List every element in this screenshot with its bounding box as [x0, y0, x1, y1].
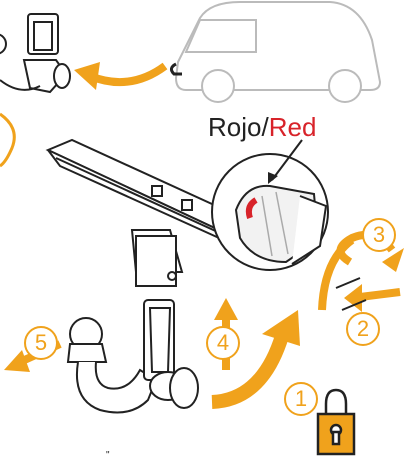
- step-3-badge: 3: [362, 218, 396, 252]
- step-2-badge: 2: [346, 312, 380, 346]
- car-icon: [176, 2, 380, 102]
- lock-detail-icon: [212, 154, 328, 270]
- step-1-badge: 1: [284, 382, 318, 416]
- red-label: Rojo/Red: [208, 112, 316, 143]
- red-label-rojo: Rojo: [208, 112, 261, 142]
- arrow-car-to-hitch-head: [74, 62, 100, 90]
- orange-ring-left: [0, 114, 14, 166]
- tiny-mark: ": [106, 450, 110, 461]
- step-5-badge: 5: [24, 326, 58, 360]
- hitch-small-icon: [0, 14, 70, 92]
- orange-ring-left-top: [0, 34, 6, 54]
- arrow-step-3-head: [382, 248, 404, 272]
- arrow-step-4-head: [214, 298, 238, 320]
- gap-line-a: [336, 278, 360, 288]
- padlock-icon: [318, 390, 354, 454]
- red-label-slash: /: [261, 112, 268, 142]
- tow-ball-icon: [68, 300, 198, 412]
- red-label-red: Red: [269, 112, 317, 142]
- step-4-badge: 4: [206, 326, 240, 360]
- arrow-car-to-hitch: [90, 66, 165, 82]
